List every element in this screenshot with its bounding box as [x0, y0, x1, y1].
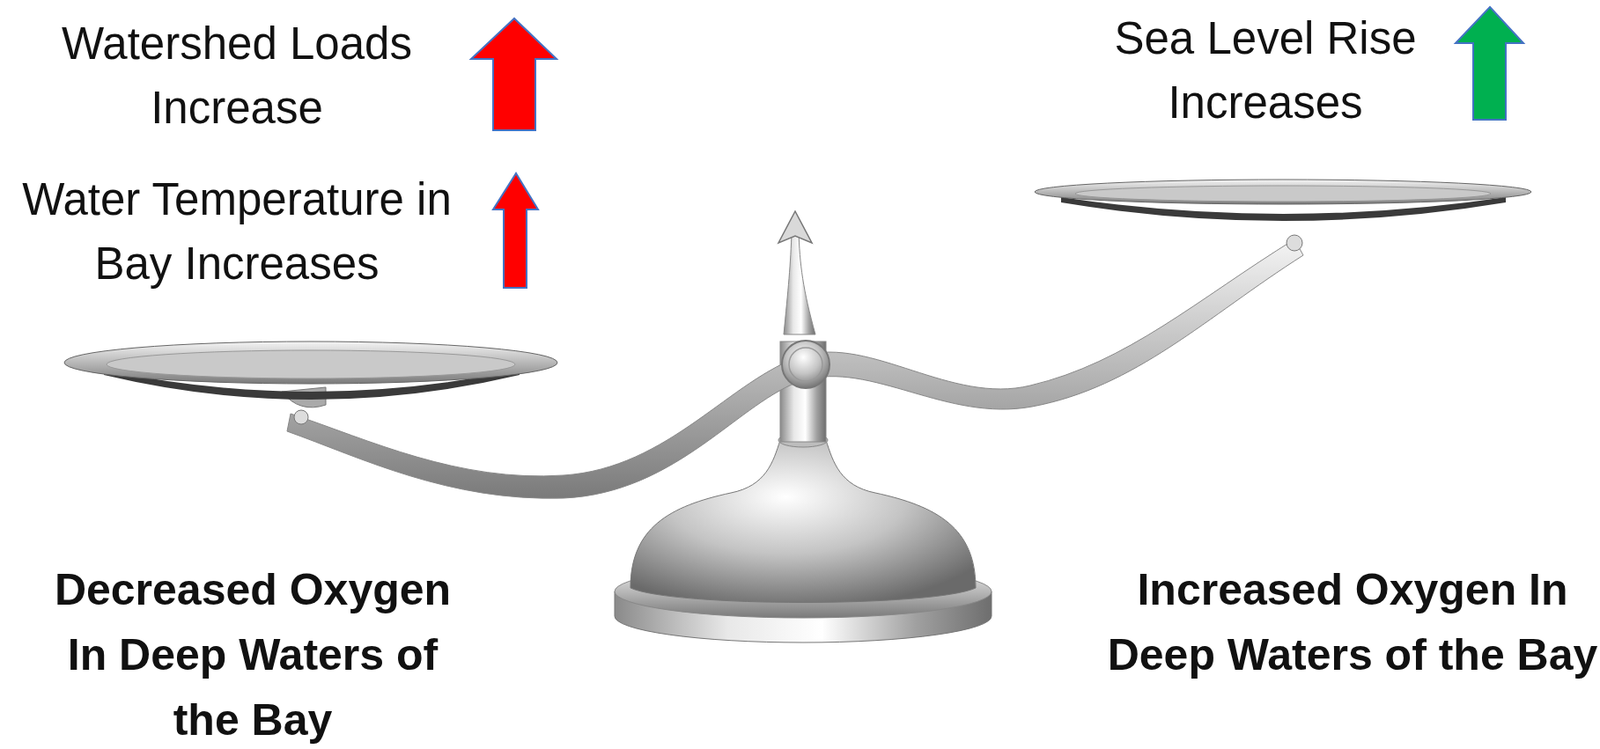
increase-arrow: [471, 18, 557, 131]
right-pan: [1034, 179, 1532, 251]
outcome-label: Decreased Oxygen In Deep Waters of the B…: [32, 557, 473, 749]
outcome-label: Increased Oxygen In Deep Waters of the B…: [1105, 557, 1600, 688]
scale-pointer: [778, 211, 816, 335]
driver-label: Water Temperature in Bay Increases: [3, 167, 471, 296]
increase-arrow: [1455, 7, 1524, 120]
driver-label: Watershed Loads Increase: [25, 11, 449, 141]
increase-arrow: [493, 173, 539, 288]
driver-label: Sea Level Rise Increases: [1080, 6, 1451, 135]
scale-pivot: [781, 340, 830, 389]
left-pan: [64, 341, 558, 425]
